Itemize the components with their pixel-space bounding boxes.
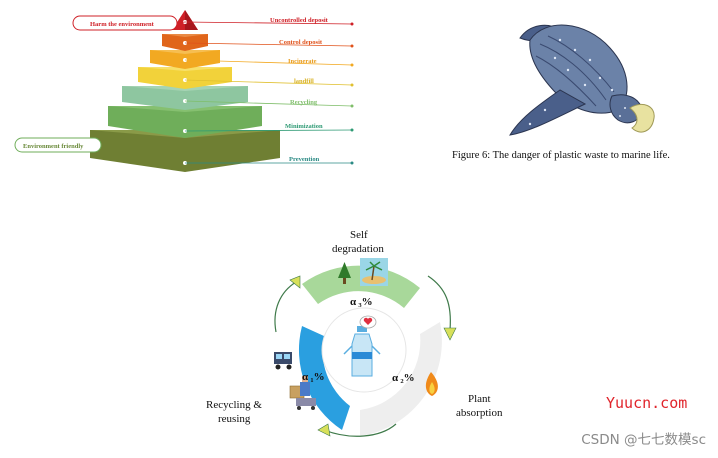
heart-bubble-icon — [359, 315, 377, 329]
pyramid-label-landfill: landfill — [294, 78, 314, 85]
self-degradation-arc — [302, 265, 420, 308]
label-degradation: degradation — [332, 243, 384, 255]
svg-text:Harm the environment: Harm the environment — [90, 21, 155, 28]
pyramid-label-recycling: Recycling — [290, 99, 318, 106]
label-reusing: reusing — [218, 413, 251, 425]
pyramid-label-prevention: Prevention — [289, 156, 320, 163]
label-plant: Plant — [468, 393, 491, 405]
label-absorption: absorption — [456, 407, 503, 419]
alpha2-percent: α ₂% — [392, 372, 415, 384]
figure-caption: Figure 6: The danger of plastic waste to… — [452, 150, 670, 161]
pyramid-label-control-deposit: Control deposit — [279, 39, 323, 46]
tree-icon — [338, 262, 351, 284]
csdn-watermark: CSDN @七七数模sc — [581, 432, 706, 448]
fire-icon — [425, 372, 438, 396]
site-watermark: Yuucn.com — [606, 394, 688, 412]
harm-environment-badge: Harm the environment — [72, 15, 186, 31]
label-self: Self — [350, 229, 368, 241]
island-icon — [360, 258, 388, 286]
recycling-reusing-arc — [298, 326, 350, 430]
svg-text:Environment friendly: Environment friendly — [23, 143, 84, 150]
water-bottle-icon — [343, 326, 381, 377]
alpha1-percent: α ₁% — [302, 371, 325, 383]
pyramid-label-incinerate: Incinerate — [288, 58, 317, 65]
pyramid-label-uncontrolled-deposit: Uncontrolled deposit — [270, 17, 329, 24]
truck-icon — [274, 352, 292, 370]
label-recycling: Recycling & — [206, 399, 262, 411]
alpha3-percent: α ₃% — [350, 296, 373, 308]
pyramid-label-minimization: Minimization — [285, 123, 323, 130]
environment-friendly-badge: Environment friendly — [14, 137, 102, 153]
plant-absorption-arc — [360, 322, 442, 436]
recycling-worker-icon — [289, 376, 316, 410]
